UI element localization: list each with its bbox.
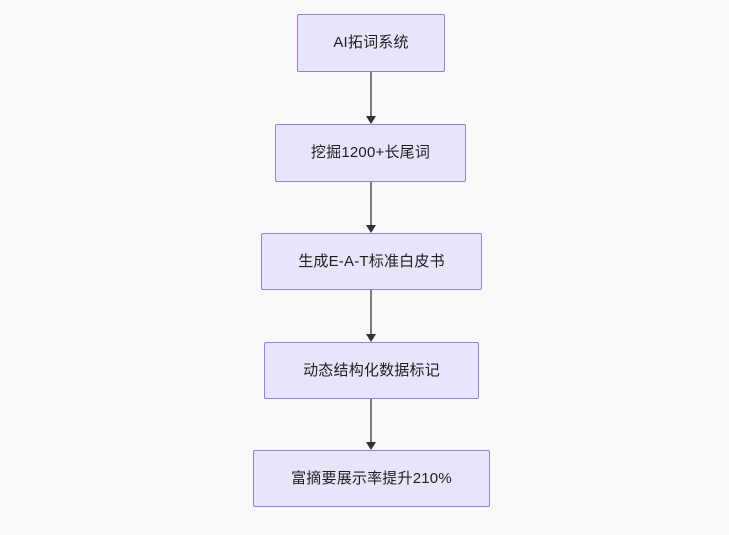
flow-node-label: 生成E-A-T标准白皮书 [298, 252, 445, 270]
arrowhead-icon [366, 225, 376, 233]
flow-node-ai-keyword-system[interactable]: AI拓词系统 [297, 14, 445, 72]
flow-node-label: 富摘要展示率提升210% [291, 469, 452, 487]
connector-arrow-1 [362, 72, 380, 124]
arrowhead-icon [366, 116, 376, 124]
arrowhead-icon [366, 442, 376, 450]
connector-line [370, 399, 372, 443]
flow-node-label: 挖掘1200+长尾词 [310, 144, 431, 161]
connector-line [370, 290, 372, 335]
flow-node-dynamic-structured-data-markup[interactable]: 动态结构化数据标记 [264, 342, 479, 399]
connector-line [370, 182, 372, 226]
connector-line [370, 72, 372, 117]
connector-arrow-4 [362, 399, 380, 450]
flow-node-rich-snippet-impression-lift[interactable]: 富摘要展示率提升210% [253, 450, 490, 507]
connector-arrow-2 [362, 182, 380, 233]
flow-node-label: 动态结构化数据标记 [303, 361, 440, 379]
connector-arrow-3 [362, 290, 380, 342]
flow-node-label: AI拓词系统 [333, 34, 409, 51]
arrowhead-icon [366, 334, 376, 342]
flow-node-generate-eat-whitepaper[interactable]: 生成E-A-T标准白皮书 [261, 233, 482, 290]
flow-node-mine-longtail-keywords[interactable]: 挖掘1200+长尾词 [275, 124, 466, 182]
